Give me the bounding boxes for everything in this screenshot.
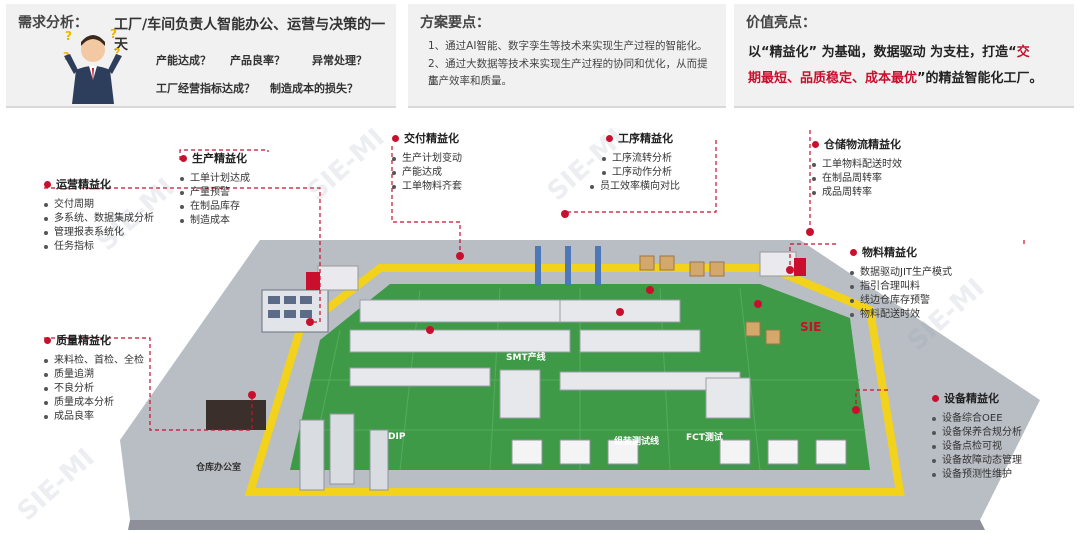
list-item: 工序动作分析	[602, 166, 680, 180]
list-item: 管理报表系统化	[44, 226, 154, 240]
svg-text:?: ?	[114, 46, 120, 59]
callout-delivery-title: 交付精益化	[404, 132, 459, 145]
list-item: 设备点检可视	[932, 440, 1022, 454]
callout-material-title: 物料精益化	[862, 246, 917, 259]
question-yield: 产品良率？	[230, 54, 285, 67]
question-cost-loss: 制造成本的损失？	[270, 82, 358, 95]
value-title: 价值亮点：	[746, 15, 816, 31]
svg-text:?: ?	[65, 29, 72, 43]
callout-equipment-title: 设备精益化	[944, 392, 999, 405]
list-item: 多系统、数据集成分析	[44, 212, 154, 226]
question-exception: 异常处理？	[312, 54, 367, 67]
callout-delivery: 交付精益化 生产计划变动 产能达成 工单物料齐套	[392, 130, 462, 194]
plan-point-1: 1、通过AI智能、数字孪生等技术来实现生产过程的智能化。	[428, 40, 708, 52]
list-item: 在制品库存	[180, 200, 250, 214]
list-item: 交付周期	[44, 198, 154, 212]
red-dot-icon	[392, 134, 399, 142]
red-dot-icon	[932, 394, 939, 402]
red-dot-icon	[606, 134, 613, 142]
callout-process: 工序精益化 工序流转分析 工序动作分析 员工效率横向对比	[590, 130, 680, 194]
floor-label-dip: DIP	[388, 432, 406, 442]
manager-avatar: ? ? ? ?	[63, 27, 122, 104]
red-dot-icon	[812, 140, 819, 148]
list-item: 设备故障动态管理	[932, 454, 1022, 468]
callout-production-title: 生产精益化	[192, 152, 247, 165]
value-text-2a: 期最短、品质稳定、成本最优	[748, 71, 918, 86]
list-item: 工序流转分析	[602, 152, 680, 166]
list-item: 质量追溯	[44, 368, 144, 382]
value-text-1a: 以“精益化” 为基础，数据驱动 为支柱，打造“	[748, 45, 1017, 60]
svg-text:?: ?	[110, 27, 117, 41]
list-item: 工单物料配送时效	[812, 158, 902, 172]
list-item: 设备预测性维护	[932, 468, 1022, 482]
callout-quality-title: 质量精益化	[56, 334, 111, 347]
callout-material: 物料精益化 数据驱动JIT生产模式 指引合理叫料 线边仓库存预警 物料配送时效	[850, 244, 952, 322]
list-item: 工单计划达成	[180, 172, 250, 186]
red-dot-icon	[180, 154, 187, 162]
floor-label-smt: SMT产线	[506, 353, 546, 363]
list-item: 成品周转率	[812, 186, 902, 200]
callout-operations: 运营精益化 交付周期 多系统、数据集成分析 管理报表系统化 任务指标	[44, 176, 154, 254]
value-panel: 价值亮点： 以“精益化” 为基础，数据驱动 为支柱，打造“交 期最短、品质稳定、…	[734, 4, 1074, 108]
callout-equipment: 设备精益化 设备综合OEE 设备保养合规分析 设备点检可视 设备故障动态管理 设…	[932, 390, 1022, 482]
need-analysis-title: 需求分析：	[18, 15, 88, 31]
list-item: 设备保养合规分析	[932, 426, 1022, 440]
callout-warehouse: 仓储物流精益化 工单物料配送时效 在制品周转率 成品周转率	[812, 136, 902, 200]
list-item: 在制品周转率	[812, 172, 902, 186]
office-desk	[206, 400, 266, 430]
plan-point-2-cont: 生产效率和质量。	[428, 75, 512, 87]
list-item: 生产计划变动	[392, 152, 462, 166]
floor-label-assembly: 组装测试线	[614, 437, 660, 447]
floor-label-sie: SIE	[800, 320, 822, 334]
callout-operations-title: 运营精益化	[56, 178, 111, 191]
list-item: 产能达成	[392, 166, 462, 180]
list-item: 质量成本分析	[44, 396, 144, 410]
red-dot-icon	[44, 336, 51, 344]
list-item: 产量预警	[180, 186, 250, 200]
list-item: 成品良率	[44, 410, 144, 424]
red-dot-icon	[850, 248, 857, 256]
value-statement: 以“精益化” 为基础，数据驱动 为支柱，打造“交 期最短、品质稳定、成本最优”的…	[748, 40, 1068, 92]
floor-label-fct: FCT测试	[686, 433, 723, 443]
need-headline: 工厂/车间负责人智能办公、运营与决策的一天	[114, 17, 386, 53]
list-item: 物料配送时效	[850, 308, 952, 322]
list-item: 员工效率横向对比	[590, 180, 680, 194]
list-item: 不良分析	[44, 382, 144, 396]
question-kpi: 工厂经营指标达成？	[156, 82, 255, 95]
list-item: 工单物料齐套	[392, 180, 462, 194]
callout-process-title: 工序精益化	[618, 132, 673, 145]
callout-production: 生产精益化 工单计划达成 产量预警 在制品库存 制造成本	[180, 150, 250, 228]
callout-warehouse-title: 仓储物流精益化	[824, 138, 901, 151]
need-analysis-panel: 需求分析： 工厂/车间负责人智能办公、运营与决策的一天 ? ? ? ? 产能达成…	[6, 4, 396, 108]
value-text-2b: ”的精益智能化工厂。	[917, 71, 1043, 86]
question-capacity: 产能达成？	[156, 54, 211, 67]
list-item: 指引合理叫料	[850, 280, 952, 294]
plan-point-2: 2、通过大数据等技术来实现生产过程的协同和优化，从而提高	[428, 58, 708, 87]
list-item: 任务指标	[44, 240, 154, 254]
value-text-1b: 交	[1016, 45, 1030, 60]
plan-panel: 方案要点： 1、通过AI智能、数字孪生等技术来实现生产过程的智能化。 2、通过大…	[408, 4, 726, 108]
plan-title: 方案要点：	[420, 15, 490, 31]
floor-label-office: 仓库办公室	[196, 463, 242, 473]
list-item: 制造成本	[180, 214, 250, 228]
red-dot-icon	[44, 180, 51, 188]
list-item: 线边仓库存预警	[850, 294, 952, 308]
callout-quality: 质量精益化 来料检、首检、全检 质量追溯 不良分析 质量成本分析 成品良率	[44, 332, 144, 424]
list-item: 设备综合OEE	[932, 412, 1022, 426]
list-item: 数据驱动JIT生产模式	[850, 266, 952, 280]
list-item: 来料检、首检、全检	[44, 354, 144, 368]
